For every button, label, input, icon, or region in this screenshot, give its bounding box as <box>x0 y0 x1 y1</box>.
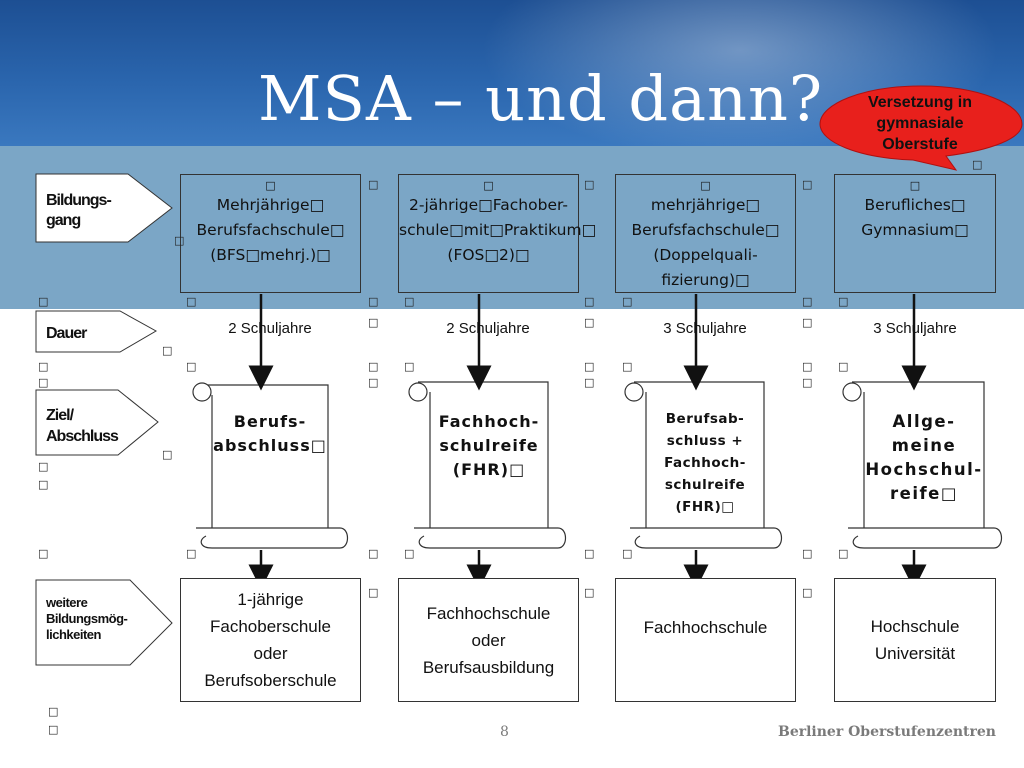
stray-glyph: □ <box>162 448 173 461</box>
stray-glyph: □ <box>368 295 379 308</box>
stray-glyph: □ <box>186 360 197 373</box>
stray-glyph: □ <box>972 158 983 171</box>
scroll-berufsabschluss <box>192 382 349 549</box>
stray-glyph: □ <box>802 547 813 560</box>
weitere-box-gymnasium: Hochschule Universität <box>834 578 996 702</box>
program-glyph: □ <box>483 179 494 192</box>
abschluss-gymnasium: Allge- meine Hochschul- reife□ <box>865 412 983 503</box>
stray-glyph: □ <box>622 547 633 560</box>
program-text-gymnasium: Berufliches□ Gymnasium□ <box>861 196 969 239</box>
stray-glyph: □ <box>404 547 415 560</box>
stray-glyph: □ <box>622 295 633 308</box>
stray-glyph: □ <box>802 295 813 308</box>
program-text-fos: 2-jährige□Fachober- schule□mit□Praktikum… <box>399 196 597 264</box>
weitere-text-fos: Fachhochschule oder Berufsausbildung <box>422 603 555 677</box>
stray-glyph: □ <box>584 178 595 191</box>
abschluss-doppelquali: Berufsab- schluss + Fachhoch- schulreife… <box>664 411 746 515</box>
duration-bfs: 2 Schuljahre <box>228 320 312 337</box>
weitere-box-fos: Fachhochschule oder Berufsausbildung <box>398 578 579 702</box>
stray-glyph: □ <box>38 360 49 373</box>
stray-glyph: □ <box>368 376 379 389</box>
stray-glyph: □ <box>368 178 379 191</box>
slide-title: MSA – und dann? <box>258 62 824 135</box>
stray-glyph: □ <box>186 547 197 560</box>
program-box-bfs: □ Mehrjährige□ Berufsfachschule□ (BFS□me… <box>180 174 361 293</box>
stray-glyph: □ <box>174 234 185 247</box>
program-box-doppelquali: □ mehrjährige□ Berufsfachschule□ (Doppel… <box>615 174 796 293</box>
duration-fos: 2 Schuljahre <box>446 320 530 337</box>
abschluss-fos: Fachhoch- schulreife (FHR)□ <box>438 412 540 479</box>
weitere-text-doppelquali: Fachhochschule <box>643 617 768 637</box>
duration-doppelquali: 3 Schuljahre <box>663 320 747 337</box>
stray-glyph: □ <box>38 376 49 389</box>
stray-glyph: □ <box>404 295 415 308</box>
stray-glyph: □ <box>622 360 633 373</box>
row-label-ziel: Ziel/ Abschluss <box>46 407 119 445</box>
stray-glyph: □ <box>584 360 595 373</box>
stray-glyph: □ <box>48 705 59 718</box>
stray-glyph: □ <box>802 178 813 191</box>
stray-glyph: □ <box>368 316 379 329</box>
row-label-bildungsgang: Bildungs- gang <box>46 192 112 229</box>
program-box-fos: □ 2-jährige□Fachober- schule□mit□Praktik… <box>398 174 597 293</box>
stray-glyph: □ <box>802 586 813 599</box>
abschluss-bfs: Berufs- abschluss□ <box>213 412 327 455</box>
stray-glyph: □ <box>368 586 379 599</box>
stray-glyph: □ <box>838 295 849 308</box>
stray-glyph: □ <box>368 360 379 373</box>
duration-gymnasium: 3 Schuljahre <box>873 320 957 337</box>
weitere-box-doppelquali: Fachhochschule <box>615 578 796 702</box>
stray-glyph: □ <box>38 478 49 491</box>
stray-glyph: □ <box>38 547 49 560</box>
stray-glyph: □ <box>38 460 49 473</box>
row-label-weitere: weitere Bildungsmög- lichkeiten <box>46 595 128 642</box>
stray-glyph: □ <box>404 360 415 373</box>
flow-arrows <box>248 294 927 590</box>
program-box-gymnasium: □ Berufliches□ Gymnasium□ <box>834 174 996 293</box>
weitere-text-gymnasium: Hochschule Universität <box>870 617 960 663</box>
stray-glyph: □ <box>38 295 49 308</box>
program-glyph: □ <box>700 179 711 192</box>
weitere-box-bfs: 1-jährige Fachoberschule oder Berufsober… <box>180 578 361 702</box>
callout-bubble <box>819 85 1023 171</box>
program-glyph: □ <box>909 179 921 192</box>
stray-glyph: □ <box>838 547 849 560</box>
stray-glyph: □ <box>802 376 813 389</box>
row-label-dauer: Dauer <box>46 325 87 342</box>
stray-glyph: □ <box>584 586 595 599</box>
program-glyph: □ <box>265 179 276 192</box>
program-text-bfs: Mehrjährige□ Berufsfachschule□ (BFS□mehr… <box>196 196 345 264</box>
stray-glyph: □ <box>584 376 595 389</box>
stray-glyph: □ <box>186 295 197 308</box>
stray-glyph: □ <box>802 316 813 329</box>
stray-glyph: □ <box>162 344 173 357</box>
program-text-doppelquali: mehrjährige□ Berufsfachschule□ (Doppelqu… <box>631 196 780 289</box>
callout-text: Versetzung in gymnasiale Oberstufe <box>867 94 973 153</box>
stray-glyph: □ <box>838 360 849 373</box>
title-header <box>0 0 1024 146</box>
stray-glyph: □ <box>584 295 595 308</box>
footer-organization: Berliner Oberstufenzentren <box>778 724 996 740</box>
weitere-text-bfs: 1-jährige Fachoberschule oder Berufsober… <box>204 590 337 690</box>
page-number: 8 <box>500 724 509 740</box>
stray-glyph: □ <box>368 547 379 560</box>
stray-glyph: □ <box>802 360 813 373</box>
stray-glyph: □ <box>584 547 595 560</box>
stray-glyph: □ <box>584 316 595 329</box>
stray-glyph: □ <box>48 723 59 736</box>
